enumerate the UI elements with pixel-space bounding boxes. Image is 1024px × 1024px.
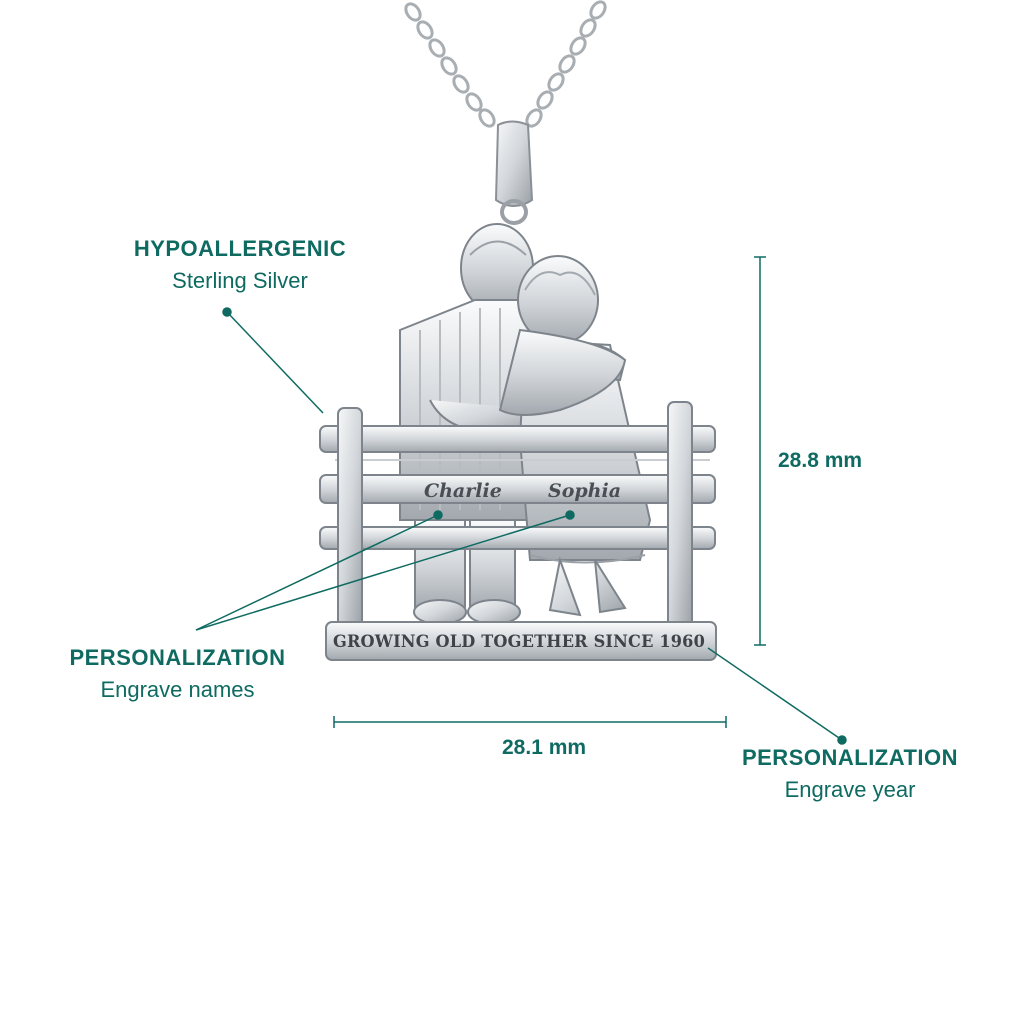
callout-subtitle: Engrave names <box>100 677 255 702</box>
callout-personalization-year: PERSONALIZATION Engrave year <box>725 745 975 803</box>
dimension-lines <box>333 256 766 728</box>
chain <box>404 0 607 128</box>
callout-title: PERSONALIZATION <box>69 645 286 670</box>
callout-title: PERSONALIZATION <box>741 745 959 770</box>
arm-embrace <box>498 328 627 416</box>
pendant-bail <box>494 120 534 225</box>
dimension-width-label: 28.1 mm <box>502 736 587 759</box>
engraved-plate-text: GROWING OLD TOGETHER SINCE 1960 <box>333 632 705 652</box>
dimension-height-label: 28.8 mm <box>778 449 863 472</box>
callout-personalization-names: PERSONALIZATION Engrave names <box>55 645 300 703</box>
callout-title: HYPOALLERGENIC <box>133 236 347 261</box>
callout-subtitle: Sterling Silver <box>172 268 308 293</box>
engraved-name-left: Charlie <box>424 480 502 502</box>
callout-lines <box>195 307 847 745</box>
bench <box>319 401 717 661</box>
callout-hypoallergenic: HYPOALLERGENIC Sterling Silver <box>110 236 370 294</box>
callout-subtitle: Engrave year <box>784 777 916 802</box>
engraved-name-right: Sophia <box>548 480 621 502</box>
